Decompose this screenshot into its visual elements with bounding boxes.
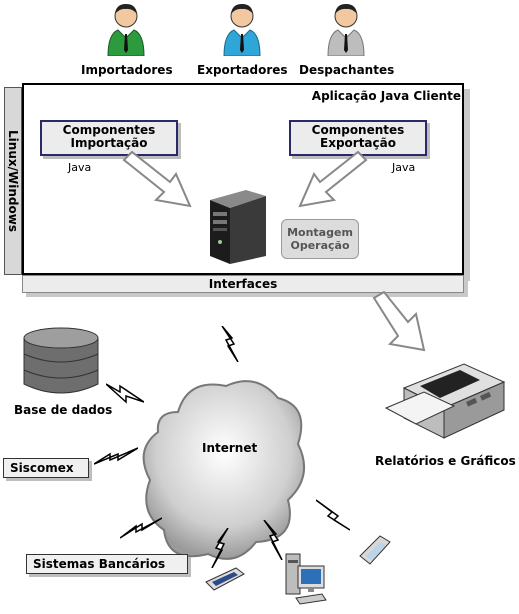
arrow-exportacao-icon — [298, 150, 368, 208]
interfaces-bar: Interfaces — [22, 275, 464, 293]
database-label: Base de dados — [14, 403, 113, 417]
lightning-bolt-icon — [316, 499, 350, 531]
lightning-bolt-icon — [94, 447, 138, 465]
component-importacao-line2: Importação — [70, 136, 148, 150]
actor-exportadores-icon — [223, 4, 261, 56]
sistemas-bancarios-box: Sistemas Bancários — [26, 554, 188, 574]
montagem-line1: Montagem — [287, 226, 353, 239]
lightning-bolt-icon — [106, 383, 144, 404]
internet-label: Internet — [202, 441, 258, 455]
montagem-operacao-box: Montagem Operação — [281, 219, 359, 259]
actor-label-despachantes: Despachantes — [299, 63, 395, 77]
montagem-line2: Operação — [290, 239, 350, 252]
printer-icon — [384, 363, 506, 439]
actor-importadores-icon — [107, 4, 145, 56]
pda-icon — [205, 567, 245, 591]
arrow-reports-icon — [372, 290, 426, 352]
lightning-bolt-icon — [211, 528, 229, 568]
desktop-computer-icon — [285, 553, 327, 605]
component-importacao-tech: Java — [68, 161, 92, 174]
component-importacao-line1: Componentes — [62, 123, 156, 137]
database-icon — [23, 327, 99, 394]
os-bar: Linux/Windows — [4, 87, 22, 275]
component-exportacao-line2: Exportação — [320, 136, 396, 150]
component-exportacao-line1: Componentes — [311, 123, 405, 137]
arrow-importacao-icon — [122, 150, 192, 208]
mobile-phone-icon — [359, 535, 391, 565]
lightning-bolt-icon — [263, 520, 283, 560]
component-importacao: Componentes Importação — [40, 120, 178, 156]
actor-despachantes-icon — [327, 4, 365, 56]
lightning-bolt-icon — [221, 326, 239, 362]
component-exportacao-tech: Java — [392, 161, 416, 174]
os-label: Linux/Windows — [6, 130, 20, 232]
siscomex-box: Siscomex — [3, 458, 89, 478]
actor-label-exportadores: Exportadores — [197, 63, 288, 77]
lightning-bolt-icon — [120, 517, 162, 539]
component-exportacao: Componentes Exportação — [289, 120, 427, 156]
client-app-title: Aplicação Java Cliente — [311, 89, 461, 103]
internet-cloud-icon — [142, 380, 305, 560]
reports-label: Relatórios e Gráficos — [375, 454, 516, 468]
actor-label-importadores: Importadores — [81, 63, 173, 77]
server-icon — [210, 190, 266, 264]
